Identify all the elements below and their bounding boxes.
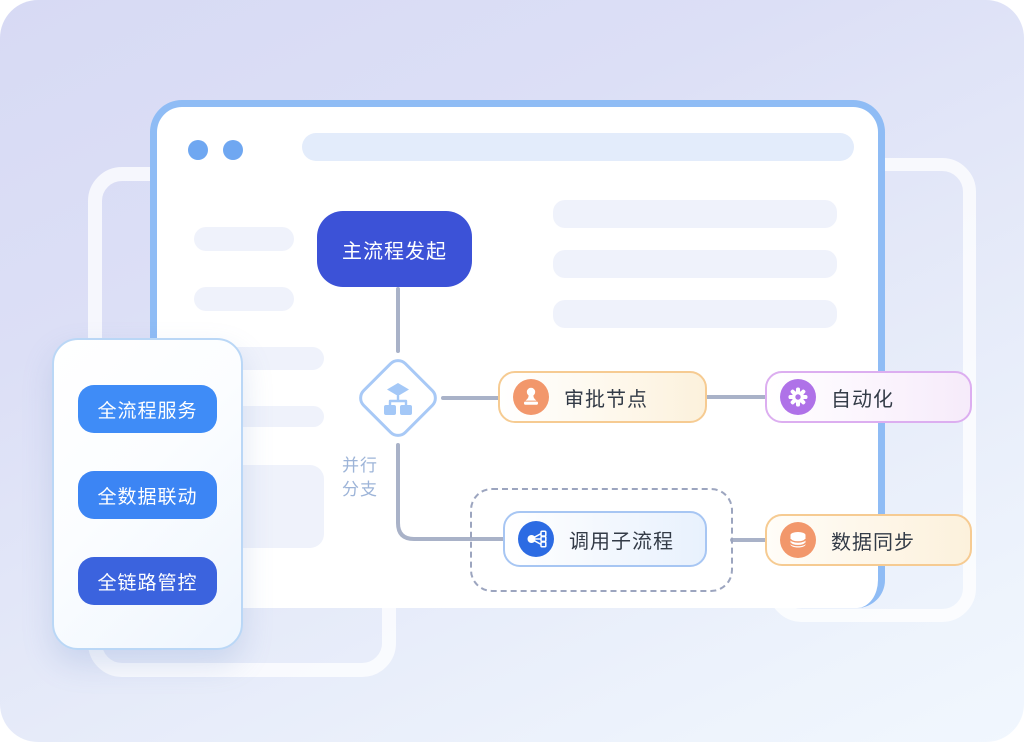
branch-label-line1: 并行: [342, 456, 378, 475]
flow-node-datasync-label: 数据同步: [831, 531, 915, 554]
address-bar-placeholder: [302, 133, 854, 161]
feature-panel: 全流程服务 全数据联动 全链路管控: [52, 338, 243, 650]
flow-branch-diamond[interactable]: [354, 354, 442, 442]
flow-node-subprocess-label: 调用子流程: [569, 530, 674, 553]
database-icon: [780, 522, 816, 558]
skeleton-bar: [194, 287, 294, 311]
flow-node-start-label: 主流程发起: [342, 240, 447, 263]
window-dot-icon: [223, 140, 243, 160]
branch-label-line2: 分支: [342, 479, 378, 499]
branch-label: 并行 分支: [342, 454, 378, 502]
window-dot-icon: [188, 140, 208, 160]
share-icon: [518, 521, 554, 557]
skeleton-bar: [553, 200, 837, 228]
feature-button-full-link[interactable]: 全链路管控: [78, 557, 217, 605]
gear-icon: [780, 379, 816, 415]
feature-button-label: 全流程服务: [97, 400, 198, 422]
feature-button-full-data[interactable]: 全数据联动: [78, 471, 217, 519]
flow-node-datasync[interactable]: 数据同步: [765, 514, 972, 566]
feature-button-label: 全链路管控: [97, 572, 198, 594]
flow-node-automation-label: 自动化: [831, 388, 894, 411]
skeleton-bar: [553, 250, 837, 278]
flow-node-subprocess[interactable]: 调用子流程: [503, 511, 707, 567]
skeleton-bar: [194, 227, 294, 251]
feature-button-label: 全数据联动: [97, 486, 198, 508]
flow-node-automation[interactable]: 自动化: [765, 371, 972, 423]
flow-node-approval-label: 审批节点: [564, 388, 648, 411]
parallel-branch-icon: [378, 378, 418, 418]
flow-node-start[interactable]: 主流程发起: [317, 211, 472, 287]
flow-node-approval[interactable]: 审批节点: [498, 371, 707, 423]
stamp-icon: [513, 379, 549, 415]
skeleton-bar: [553, 300, 837, 328]
subprocess-dashed-container: [470, 488, 733, 592]
feature-button-full-process[interactable]: 全流程服务: [78, 385, 217, 433]
